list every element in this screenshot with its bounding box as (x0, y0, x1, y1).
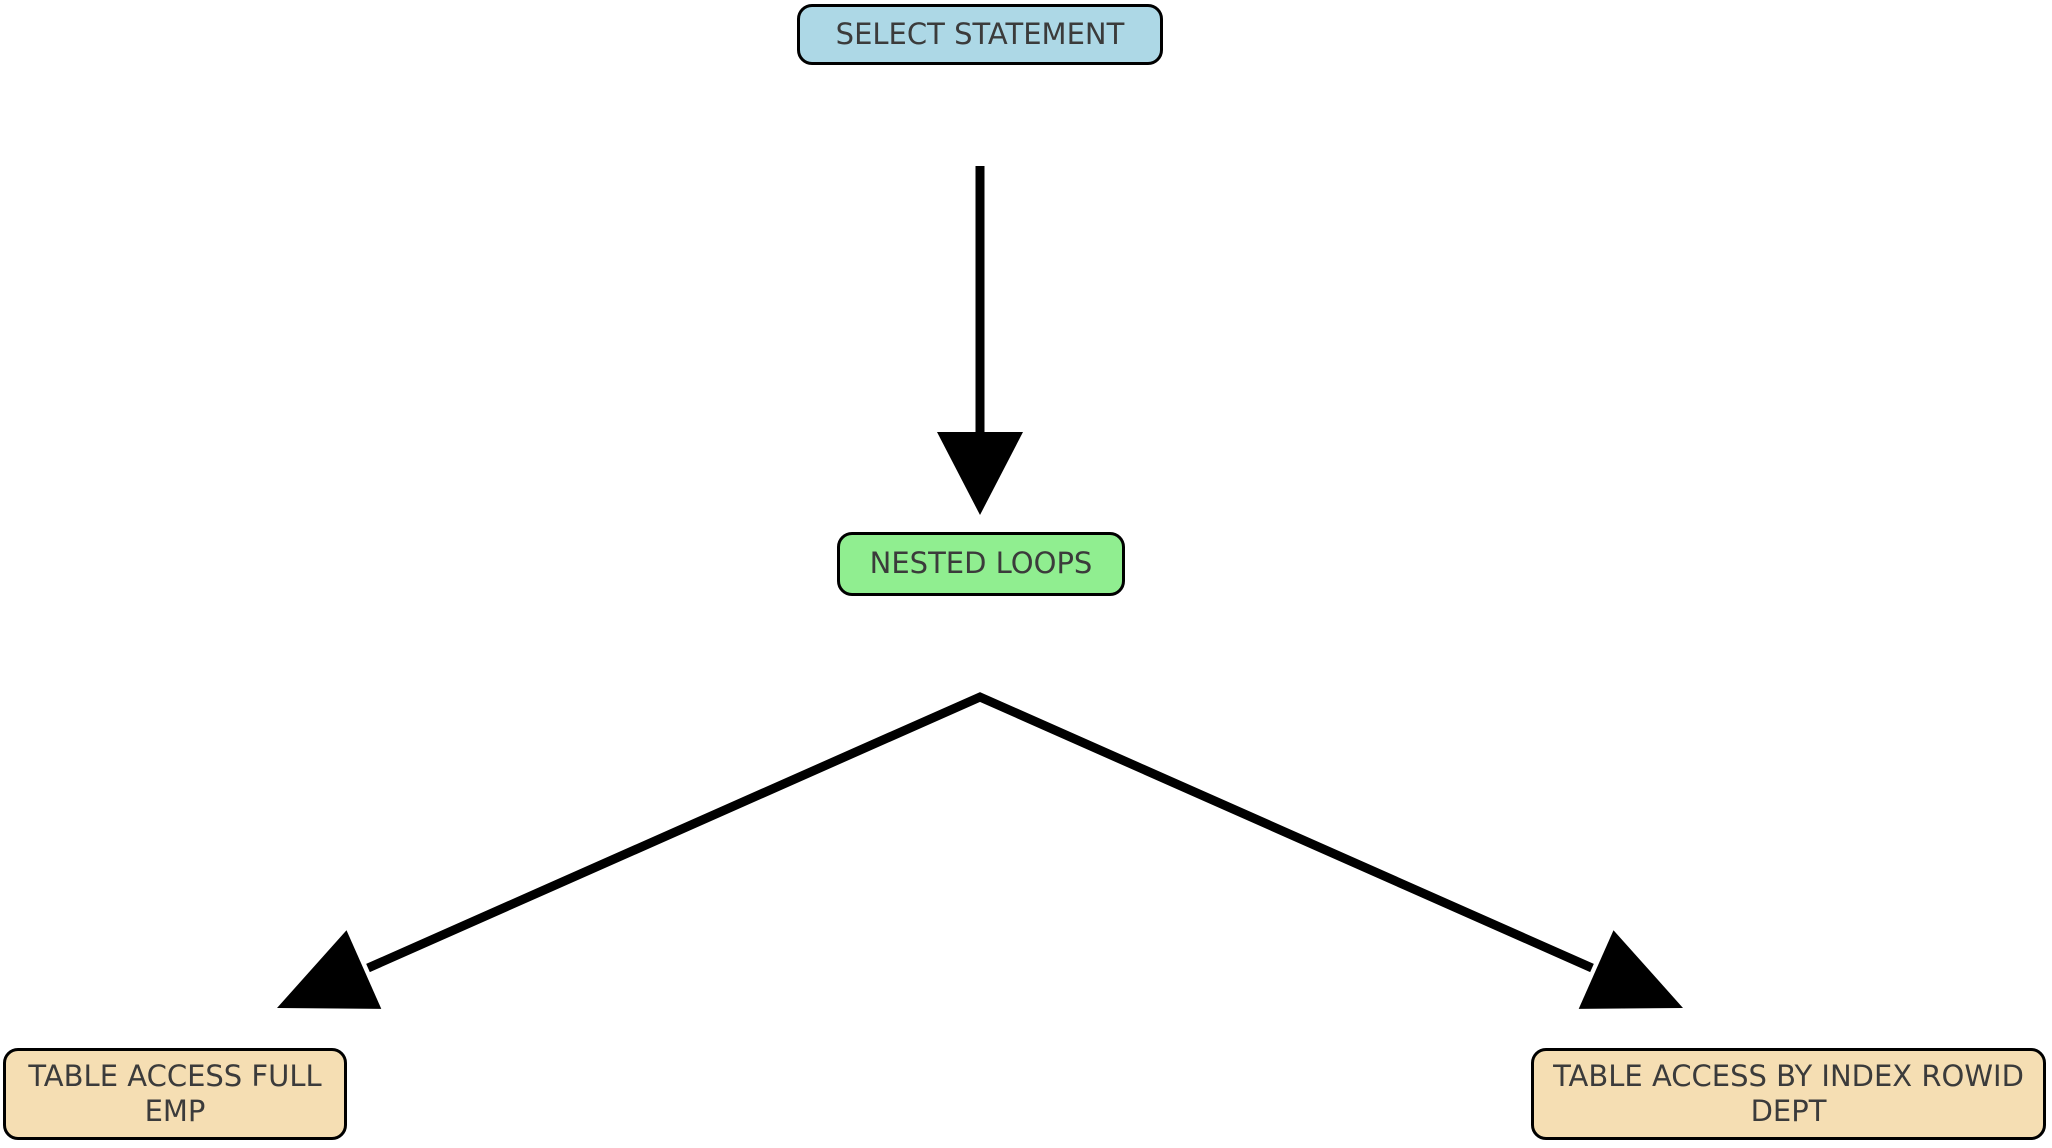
node-select-statement: SELECT STATEMENT (797, 4, 1163, 65)
arrowhead-down-icon (937, 432, 1023, 515)
arrowhead-to-dept-icon (1578, 930, 1683, 1009)
edge-nested-loops-to-children (277, 692, 1683, 1009)
edge-line (366, 692, 1594, 973)
arrowhead-to-emp-icon (277, 930, 382, 1009)
node-table-access-by-index-rowid-dept: TABLE ACCESS BY INDEX ROWID DEPT (1531, 1048, 2046, 1140)
node-nested-loops: NESTED LOOPS (837, 532, 1125, 596)
node-table-access-full-emp: TABLE ACCESS FULL EMP (3, 1048, 347, 1140)
edge-select-to-nested-loops (937, 166, 1023, 515)
